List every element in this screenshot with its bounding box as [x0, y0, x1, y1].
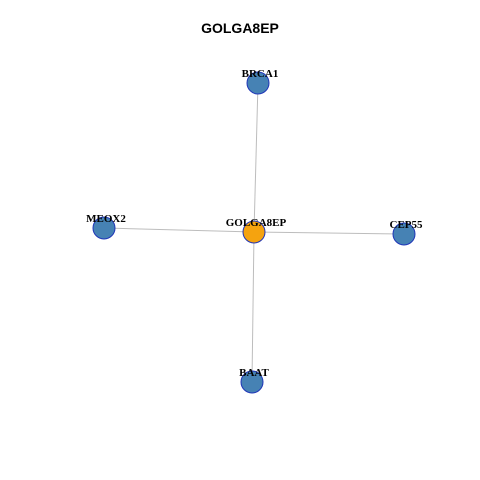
graph-title: GOLGA8EP — [201, 20, 279, 36]
node-meox2 — [92, 216, 116, 240]
node-label-golga8ep: GOLGA8EP — [226, 217, 287, 229]
node-golga8ep — [242, 220, 266, 244]
node-label-brca1: BRCA1 — [242, 68, 279, 80]
node-label-meox2: MEOX2 — [86, 213, 126, 225]
edge-golga8ep-meox2 — [103, 227, 255, 233]
edge-golga8ep-baat — [251, 231, 255, 383]
node-label-baat: BAAT — [239, 367, 269, 379]
edge-golga8ep-brca1 — [253, 82, 259, 233]
node-brca1 — [246, 71, 270, 95]
node-label-cep55: CEP55 — [390, 219, 424, 231]
node-cep55 — [392, 222, 416, 246]
node-baat — [240, 370, 264, 394]
edge-golga8ep-cep55 — [253, 231, 405, 235]
